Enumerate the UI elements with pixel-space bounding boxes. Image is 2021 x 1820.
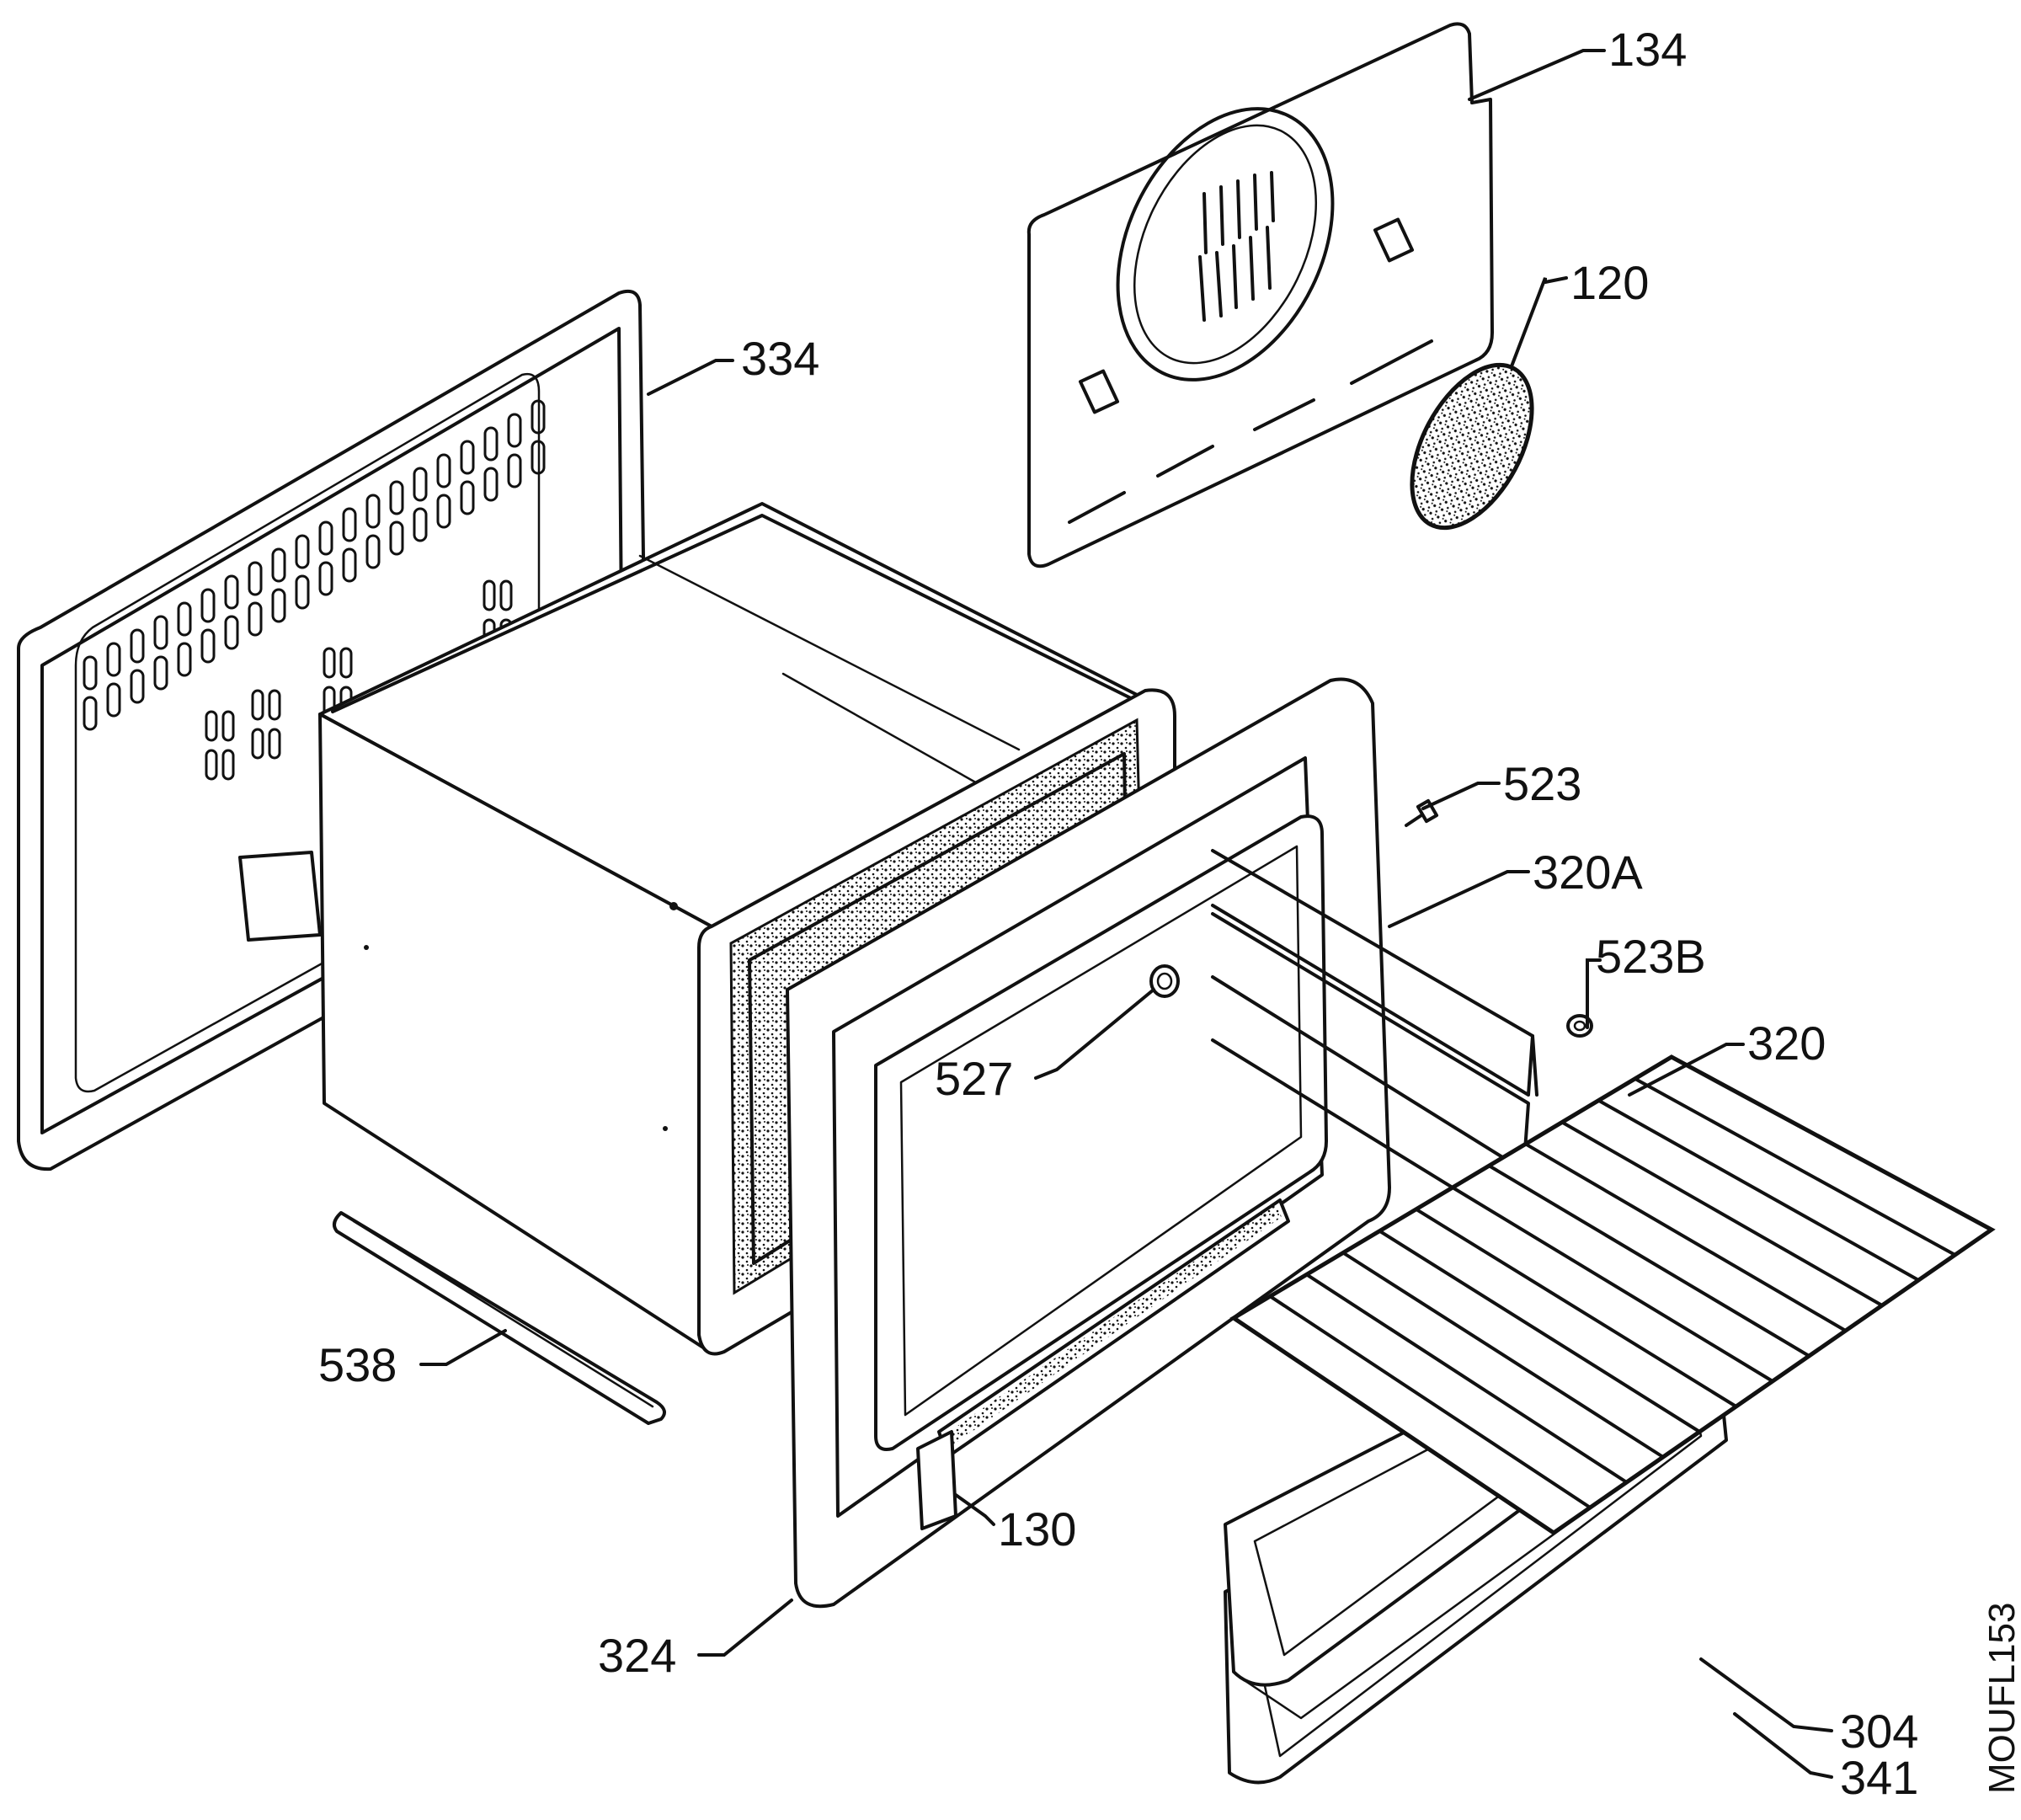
vent-slot — [205, 749, 218, 781]
vent-slot — [318, 561, 333, 596]
shelf-rod — [1269, 1294, 1592, 1509]
vent-slot — [248, 561, 263, 596]
vent-slot — [268, 689, 281, 721]
vent-slot — [531, 440, 546, 475]
vent-slot — [507, 453, 522, 488]
vent-slot — [106, 682, 121, 718]
vent-slot — [323, 647, 336, 679]
label-341: 341 — [1840, 1751, 1918, 1804]
vent-slot — [200, 628, 216, 664]
vent-slot — [251, 728, 264, 760]
vent-slot — [224, 615, 239, 650]
vent-slot — [248, 601, 263, 637]
vent-slot — [295, 574, 310, 610]
shelf-rod — [1597, 1098, 1920, 1282]
vent-slot — [342, 507, 357, 542]
shelf-rod — [1378, 1229, 1701, 1433]
vent-slot — [177, 642, 192, 677]
shelf-rod — [1305, 1273, 1628, 1484]
shelf-rod — [1341, 1251, 1665, 1459]
vent-slot — [251, 689, 264, 721]
shelf-rod — [1561, 1120, 1883, 1307]
vent-slot — [507, 413, 522, 448]
runner-bar-538 — [332, 1211, 666, 1425]
shelf-rod — [1524, 1142, 1847, 1332]
vent-slot — [483, 579, 496, 611]
vent-slot — [389, 480, 404, 515]
leader-lines — [419, 49, 1833, 1779]
vent-slot — [83, 655, 98, 691]
shelf-rod — [1634, 1077, 1956, 1257]
fan-grille — [1198, 171, 1275, 322]
vent-slot — [483, 426, 499, 462]
fan-filter-120 — [1410, 362, 1534, 531]
shelf-rod — [1451, 1186, 1774, 1383]
vent-slot — [531, 399, 546, 435]
fan-cover-134 — [1026, 22, 1494, 568]
vent-slot — [460, 480, 475, 515]
label-538: 538 — [318, 1338, 397, 1391]
vent-slot — [365, 494, 381, 529]
vent-slot — [460, 440, 475, 475]
label-130: 130 — [998, 1502, 1076, 1556]
vent-slot — [106, 642, 121, 677]
shelf-wires — [1229, 1054, 1996, 1536]
shelf-rod — [1488, 1164, 1810, 1358]
label-320A: 320A — [1533, 846, 1643, 899]
lamp-527 — [1149, 964, 1180, 998]
vent-slot — [224, 574, 239, 610]
wire-shelf-320 — [1229, 1054, 1996, 1536]
vent-slot — [83, 696, 98, 731]
vent-slot — [221, 749, 235, 781]
label-527: 527 — [935, 1052, 1013, 1105]
vent-slot — [436, 494, 451, 529]
label-523: 523 — [1503, 757, 1581, 810]
shelf-rod — [1415, 1208, 1737, 1408]
vent-slot — [268, 728, 281, 760]
vent-slot — [271, 547, 286, 583]
vent-slot — [413, 467, 428, 502]
label-320: 320 — [1747, 1017, 1826, 1070]
vent-slot — [177, 601, 192, 637]
vent-slot — [153, 655, 168, 691]
vent-slot — [271, 588, 286, 623]
vent-slot — [221, 710, 235, 742]
label-120: 120 — [1570, 256, 1649, 309]
screw-523 — [1405, 798, 1439, 827]
vent-slot — [365, 534, 381, 569]
vent-slot — [413, 507, 428, 542]
diagram-code: MOUFL153 — [1981, 1603, 2021, 1794]
vent-slot — [342, 547, 357, 583]
label-134: 134 — [1608, 23, 1687, 76]
vent-slot — [205, 710, 218, 742]
label-304: 304 — [1840, 1705, 1918, 1758]
vent-slots — [83, 399, 546, 781]
part-labels: 134 120 334 523 320A 523B 320 527 538 13… — [318, 23, 2021, 1804]
vent-slot — [389, 520, 404, 556]
label-324: 324 — [598, 1629, 676, 1682]
vent-slot — [499, 579, 513, 611]
label-334: 334 — [741, 332, 819, 385]
vent-slot — [153, 615, 168, 650]
vent-slot — [200, 588, 216, 623]
front-frame-324 — [786, 677, 1391, 1609]
vent-slot — [130, 669, 145, 704]
vent-slot — [339, 647, 353, 679]
vent-slot — [483, 467, 499, 502]
vent-slot — [130, 628, 145, 664]
vent-slot — [318, 520, 333, 556]
vent-slot — [436, 453, 451, 488]
label-523B: 523B — [1596, 930, 1706, 983]
vent-slot — [295, 534, 310, 569]
